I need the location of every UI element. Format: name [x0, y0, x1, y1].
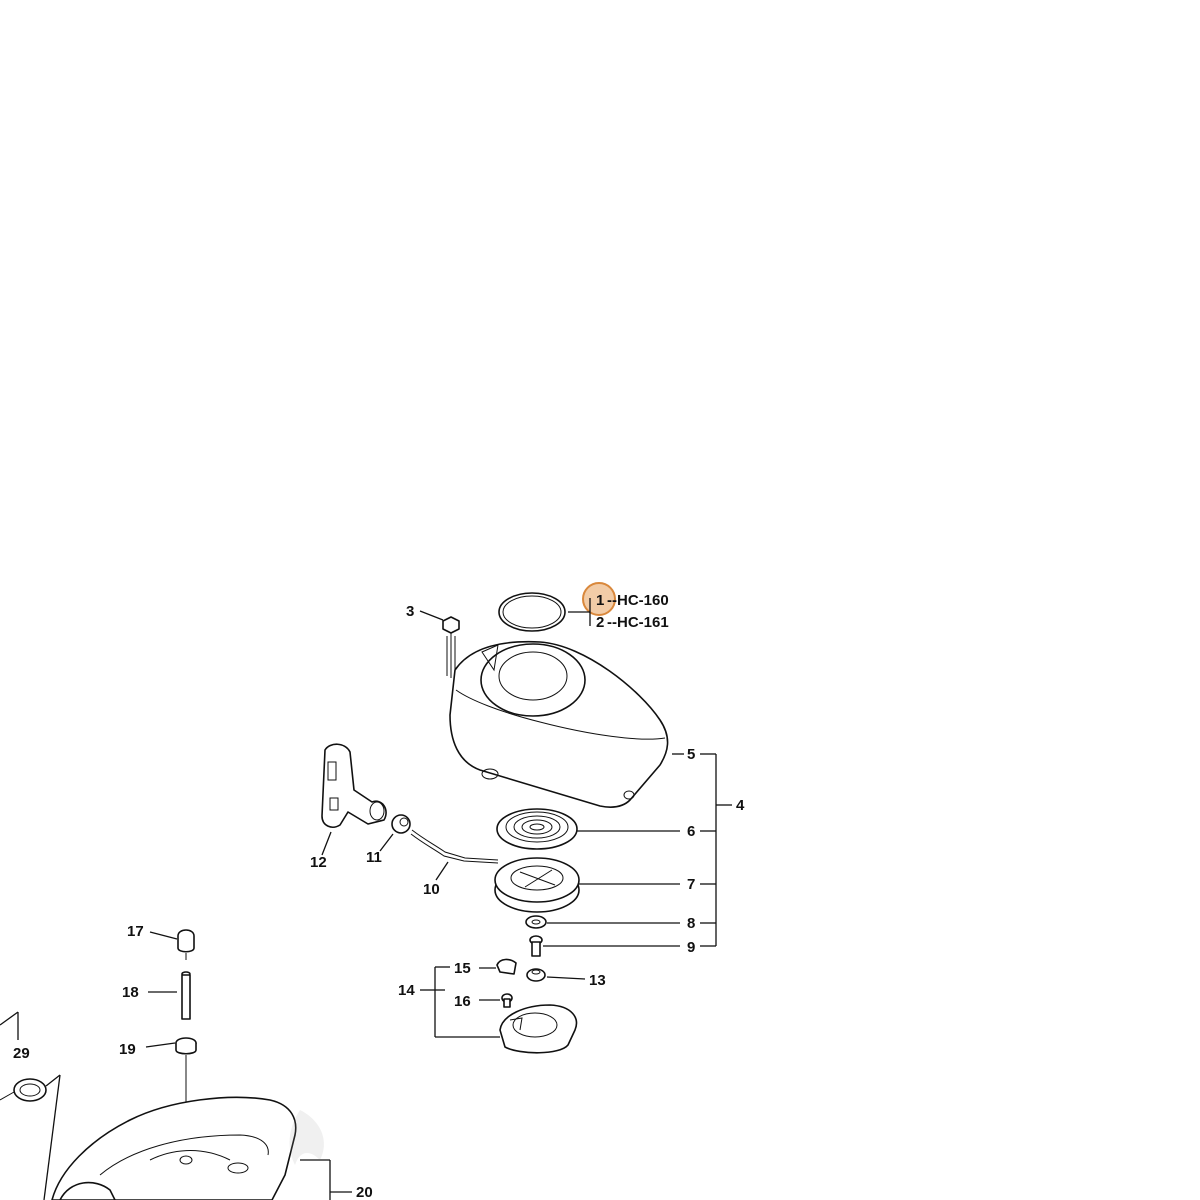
engine-cover-part	[51, 1096, 297, 1200]
starter-rope-part	[410, 829, 499, 864]
recoil-spring-part	[496, 808, 578, 850]
callout-1: 1	[596, 592, 604, 609]
callout-9: 9	[687, 939, 695, 956]
group-bracket-14	[420, 966, 500, 1038]
gasket-ring-part	[498, 592, 566, 632]
group-bracket-4	[700, 753, 732, 947]
callout-19: 19	[119, 1041, 136, 1058]
group-bracket-29	[0, 1011, 61, 1200]
model-note-1: --HC-160	[607, 592, 669, 609]
callout-4: 4	[736, 797, 745, 814]
ratchet-base-part	[499, 1004, 578, 1054]
model-note-2: --HC-161	[607, 614, 669, 631]
callout-14: 14	[398, 982, 415, 999]
group-bracket-20	[300, 1159, 352, 1200]
tag-part-29	[0, 1078, 47, 1102]
callout-16: 16	[454, 993, 471, 1010]
grommet-part-19	[175, 1037, 197, 1055]
callout-10: 10	[423, 881, 440, 898]
bolt-part-9	[529, 935, 543, 957]
callout-3: 3	[406, 603, 414, 620]
pin-part-18	[181, 971, 191, 1020]
callout-6: 6	[687, 823, 695, 840]
callout-20: 20	[356, 1184, 373, 1200]
callout-29: 29	[13, 1045, 30, 1062]
callout-15: 15	[454, 960, 471, 977]
starter-handle-part	[321, 743, 387, 828]
callout-17: 17	[127, 923, 144, 940]
collar-part-13	[526, 968, 546, 982]
rope-grommet-part	[391, 814, 411, 834]
callout-8: 8	[687, 915, 695, 932]
callout-2: 2	[596, 614, 604, 631]
callout-18: 18	[122, 984, 139, 1001]
highlight-marker[interactable]	[582, 582, 616, 616]
starter-housing-part	[449, 640, 669, 808]
ratchet-pawl-part	[496, 958, 517, 975]
washer-part	[525, 915, 547, 929]
watermark-logo	[289, 1110, 324, 1165]
screw-part-16	[501, 993, 513, 1008]
callout-7: 7	[687, 876, 695, 893]
starter-pulley-part	[494, 857, 580, 913]
cap-part-17	[177, 929, 195, 960]
callout-12: 12	[310, 854, 327, 871]
callout-5: 5	[687, 746, 695, 763]
callout-11: 11	[366, 849, 382, 866]
callout-13: 13	[589, 972, 606, 989]
